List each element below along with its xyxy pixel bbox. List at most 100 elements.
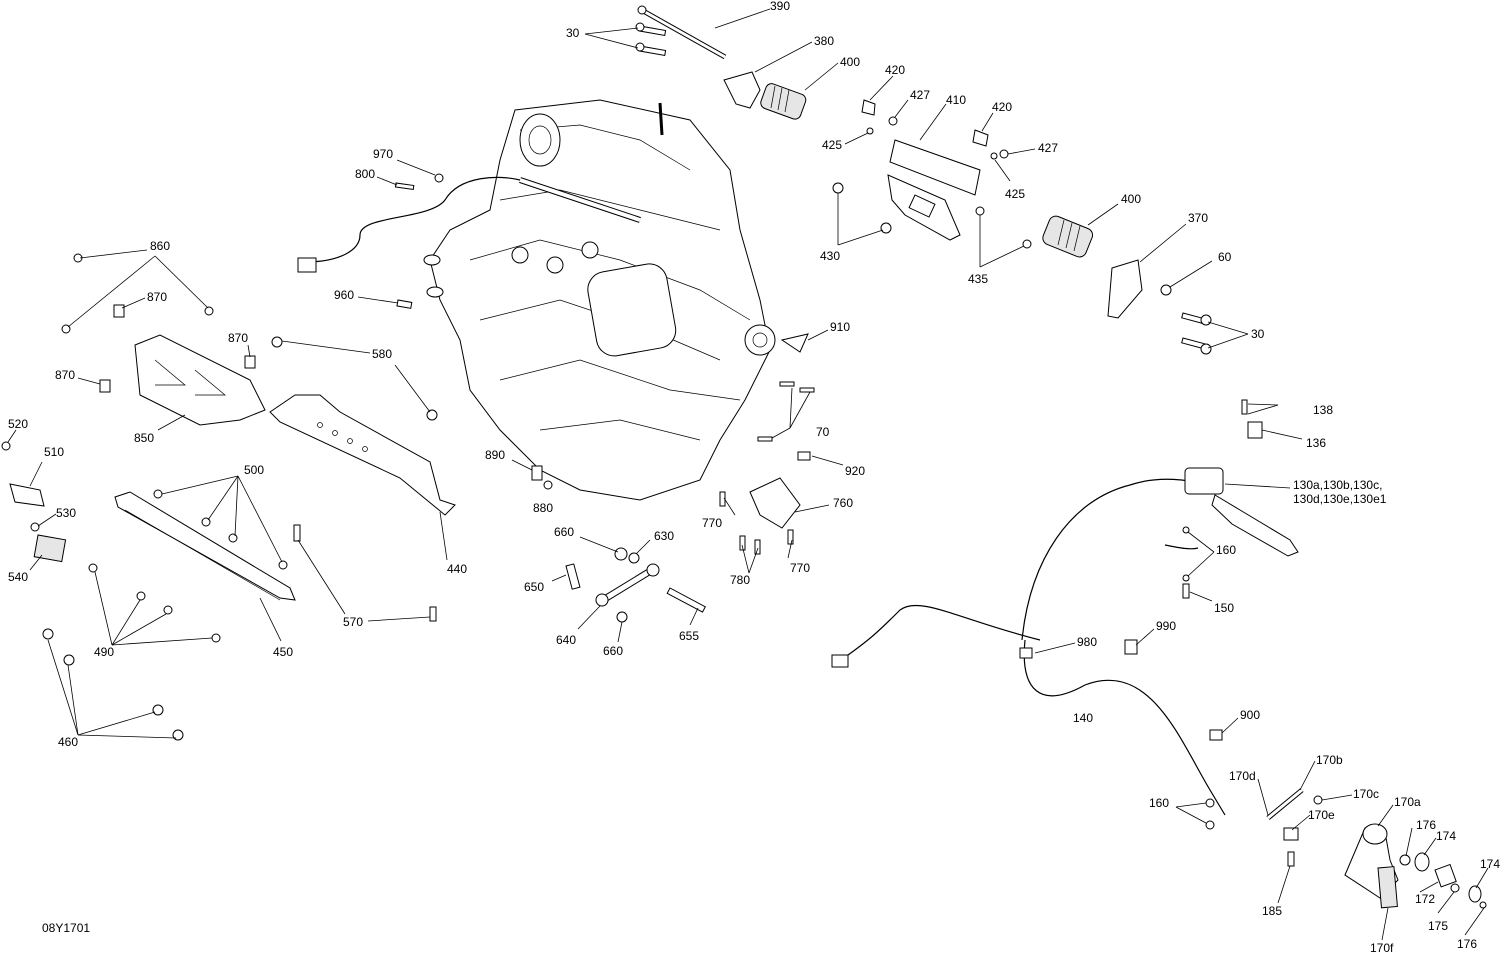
callout-70: 70	[816, 425, 830, 439]
callout-880: 880	[533, 501, 553, 515]
part-780-screw-a	[739, 535, 746, 551]
callout-labels: 390 380 400 30 420 427 410 425 420 427 4…	[8, 0, 1500, 955]
part-30-bolts-right	[1181, 312, 1212, 355]
callout-780: 780	[730, 573, 750, 587]
callout-420: 420	[885, 63, 905, 77]
part-520-screw	[1, 441, 11, 451]
part-490-screw-d	[211, 633, 221, 643]
callout-410: 410	[946, 93, 966, 107]
part-490-screw-c	[163, 605, 173, 615]
part-760-shield	[749, 477, 801, 529]
callout-400: 400	[840, 55, 860, 69]
part-660-washer-a	[614, 547, 628, 561]
callout-960: 960	[334, 288, 354, 302]
part-970-clip	[434, 173, 444, 183]
part-450-rail	[114, 491, 296, 601]
callout-870: 870	[55, 368, 75, 382]
part-176-washer-b	[1479, 901, 1487, 909]
part-harness-connector	[297, 257, 317, 273]
part-410-tube-bracket	[887, 139, 981, 241]
callout-427: 427	[1038, 141, 1058, 155]
part-370-bracket	[1107, 259, 1143, 319]
part-170-brake-pedal	[1266, 788, 1399, 909]
part-425-screw-b	[990, 152, 998, 160]
part-800-screw	[394, 182, 415, 191]
part-425-screw-a	[866, 127, 874, 135]
part-980-clip	[1019, 647, 1033, 659]
part-490-screw-b	[136, 591, 146, 601]
part-150-bolt	[1182, 583, 1190, 599]
callout-425: 425	[1005, 187, 1025, 201]
callout-900: 900	[1240, 708, 1260, 722]
callout-760: 760	[833, 496, 853, 510]
callout-185: 185	[1262, 904, 1282, 918]
part-70-screw-b	[799, 387, 815, 393]
leader-lines	[7, 8, 1489, 941]
callout-140: 140	[1073, 711, 1093, 725]
callout-136: 136	[1306, 436, 1326, 450]
part-880-nut	[543, 480, 553, 490]
part-427-nut-b	[999, 149, 1009, 159]
part-wiring-harness-top	[304, 176, 521, 263]
part-870-clip-a	[113, 304, 125, 318]
callout-170b: 170b	[1316, 753, 1343, 767]
part-570-screw-a	[293, 524, 301, 542]
part-770-screw-b	[787, 529, 794, 545]
callout-130-line2: 130d,130e,130e1	[1293, 492, 1387, 506]
callout-970: 970	[373, 147, 393, 161]
part-400-sleeve-right	[1042, 215, 1094, 258]
callout-450: 450	[273, 645, 293, 659]
part-430-cap-b	[880, 222, 892, 234]
callout-920: 920	[845, 464, 865, 478]
part-427-nut-a	[888, 116, 898, 126]
part-870-clip-b	[244, 355, 256, 369]
callout-435: 435	[968, 272, 988, 286]
callout-138: 138	[1313, 403, 1333, 417]
callout-800: 800	[355, 167, 375, 181]
part-870-clip-c	[99, 379, 111, 393]
callout-160: 160	[1216, 543, 1236, 557]
callout-860: 860	[150, 239, 170, 253]
callout-490: 490	[94, 645, 114, 659]
part-160-line-top	[1164, 544, 1199, 550]
part-160-washer-bottom-a	[1205, 798, 1215, 808]
part-460-bolt-b	[63, 654, 75, 666]
part-170c-screw	[1313, 795, 1323, 805]
part-430-cap-a	[832, 182, 844, 194]
callout-170d: 170d	[1229, 769, 1256, 783]
callout-770: 770	[702, 516, 722, 530]
part-70-screw-c	[757, 436, 773, 442]
callout-176: 176	[1457, 937, 1477, 951]
callout-170e: 170e	[1308, 808, 1335, 822]
callout-175: 175	[1428, 919, 1448, 933]
part-420-clip-a	[861, 99, 876, 116]
callout-910: 910	[830, 320, 850, 334]
part-780-screw-b	[754, 539, 761, 555]
part-580-nut-b	[426, 409, 438, 421]
part-435-nut-b	[1022, 239, 1032, 249]
part-60-nut	[1160, 284, 1172, 296]
part-860-screw-b	[204, 306, 214, 316]
callout-380: 380	[814, 34, 834, 48]
engine-assembly	[423, 99, 776, 501]
callout-170a: 170a	[1394, 795, 1421, 809]
part-900-clip	[1209, 729, 1223, 741]
part-400-sleeve-top	[760, 83, 807, 120]
part-176-washer-a	[1399, 854, 1411, 866]
part-650-bolt	[565, 563, 581, 590]
callout-130-line1: 130a,130b,130c,	[1293, 478, 1382, 492]
part-920-fitting	[797, 451, 811, 461]
part-570-screw-b	[429, 606, 437, 622]
callout-172: 172	[1415, 892, 1435, 906]
part-harness-lower	[837, 604, 1041, 663]
callout-655: 655	[679, 629, 699, 643]
part-660-washer-b	[616, 611, 628, 623]
callout-510: 510	[44, 445, 64, 459]
part-140-brake-line	[1021, 478, 1206, 641]
part-70-screw-a	[779, 381, 795, 387]
callout-174: 174	[1436, 829, 1456, 843]
callout-500: 500	[244, 463, 264, 477]
part-490-screw-a	[88, 563, 98, 573]
part-174-bushing-a	[1414, 852, 1430, 872]
callout-430: 430	[820, 249, 840, 263]
